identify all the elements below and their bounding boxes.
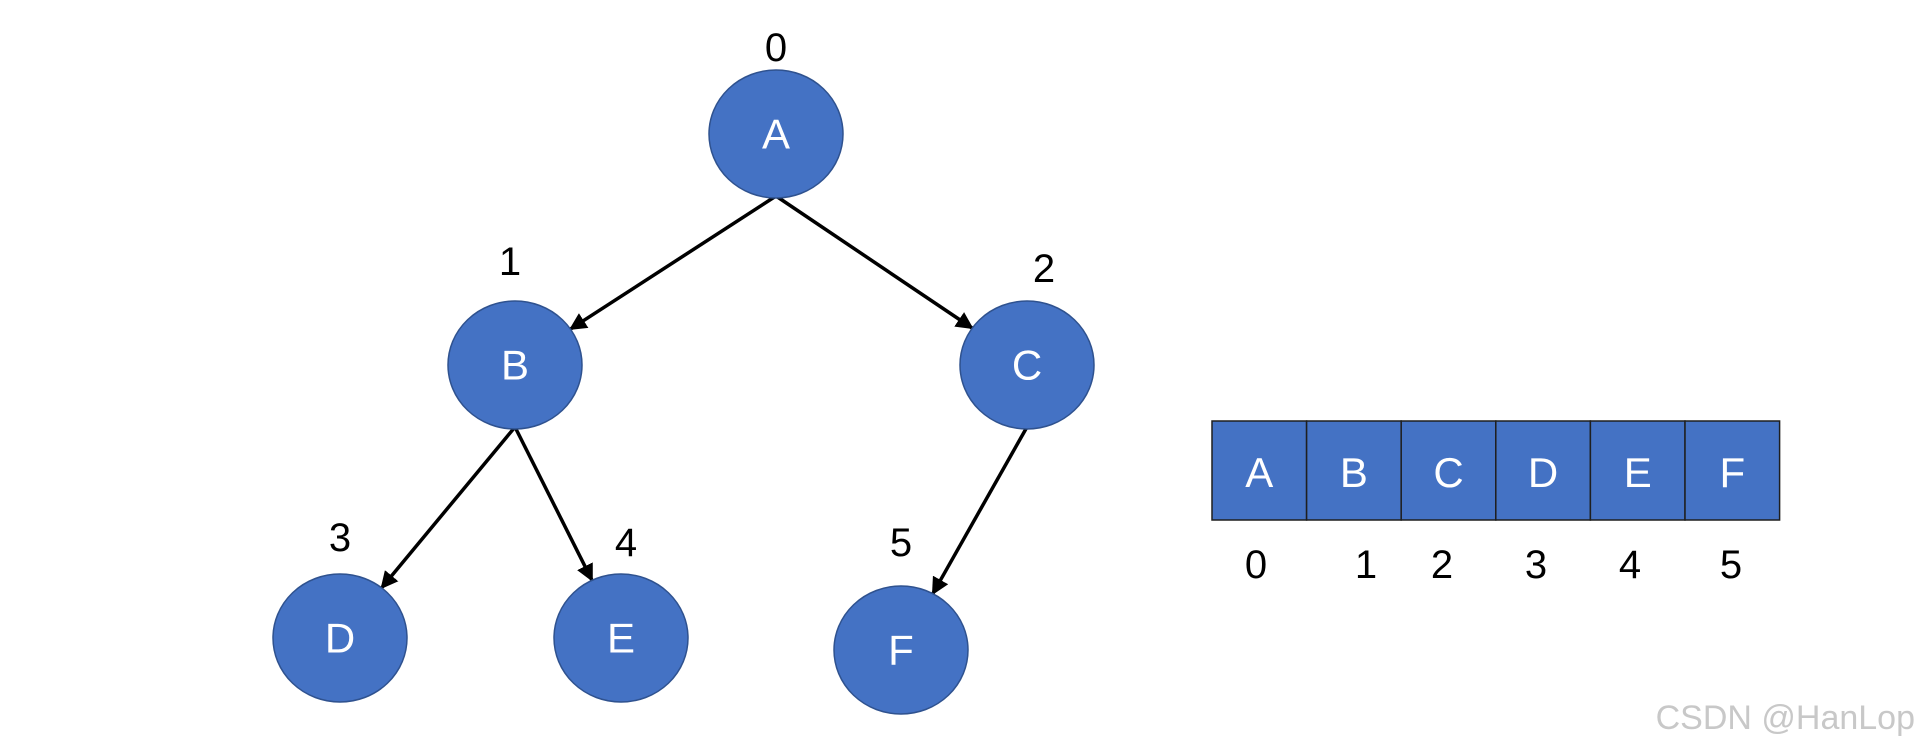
node-circle bbox=[708, 69, 844, 199]
array-cell-box bbox=[1400, 420, 1497, 521]
array-cell-label: F bbox=[1719, 449, 1745, 496]
node-label: B bbox=[501, 342, 529, 389]
array-index-label: 0 bbox=[1245, 543, 1267, 587]
array-cell-label: B bbox=[1340, 449, 1368, 496]
array-cell-box bbox=[1495, 420, 1592, 521]
array-cell-0: A0 bbox=[1211, 420, 1308, 587]
node-index-label: 0 bbox=[765, 26, 787, 70]
tree-node-d: D3 bbox=[272, 516, 408, 703]
node-label: F bbox=[888, 627, 914, 674]
array-cell-label: A bbox=[1245, 449, 1273, 496]
array-cell-5: F5 bbox=[1684, 420, 1781, 587]
tree-node-a: A0 bbox=[708, 26, 844, 199]
array-cell-box bbox=[1684, 420, 1781, 521]
edge-b-to-e bbox=[513, 426, 594, 582]
tree-node-f: F5 bbox=[833, 521, 969, 715]
array-cell-label: E bbox=[1624, 449, 1652, 496]
tree-node-b: B1 bbox=[447, 240, 583, 430]
node-circle bbox=[833, 585, 969, 715]
node-index-label: 3 bbox=[329, 516, 351, 560]
edge-a-to-b bbox=[568, 194, 777, 331]
array-cell-4: E4 bbox=[1589, 420, 1686, 587]
node-circle bbox=[272, 573, 408, 703]
array-cell-box bbox=[1305, 420, 1402, 521]
tree-edges bbox=[380, 194, 1029, 596]
watermark-text: CSDN @HanLop bbox=[1656, 699, 1915, 737]
tree-node-c: C2 bbox=[959, 247, 1095, 430]
array-cell-box bbox=[1589, 420, 1686, 521]
array-cell-box bbox=[1211, 420, 1308, 521]
node-label: A bbox=[762, 111, 790, 158]
array-index-label: 5 bbox=[1720, 543, 1742, 587]
array-cell-3: D3 bbox=[1495, 420, 1592, 587]
array-index-label: 2 bbox=[1431, 543, 1453, 587]
node-label: E bbox=[607, 615, 635, 662]
node-index-label: 4 bbox=[615, 521, 637, 565]
node-index-label: 5 bbox=[890, 521, 912, 565]
edge-b-to-d bbox=[380, 425, 517, 590]
array-cell-1: B1 bbox=[1305, 420, 1402, 587]
edge-a-to-c bbox=[775, 194, 974, 330]
node-index-label: 1 bbox=[499, 240, 521, 284]
array-cell-label: D bbox=[1528, 449, 1558, 496]
node-circle bbox=[553, 573, 689, 703]
node-index-label: 2 bbox=[1033, 247, 1055, 291]
node-label: C bbox=[1012, 342, 1042, 389]
node-label: D bbox=[325, 615, 355, 662]
array-index-label: 1 bbox=[1355, 543, 1377, 587]
edge-c-to-f bbox=[931, 426, 1029, 596]
node-circle bbox=[447, 300, 583, 430]
array-index-label: 3 bbox=[1525, 543, 1547, 587]
array-index-label: 4 bbox=[1619, 543, 1641, 587]
tree-node-e: E4 bbox=[553, 521, 689, 703]
array-cell-label: C bbox=[1433, 449, 1463, 496]
array-cell-2: C2 bbox=[1400, 420, 1497, 587]
node-circle bbox=[959, 300, 1095, 430]
